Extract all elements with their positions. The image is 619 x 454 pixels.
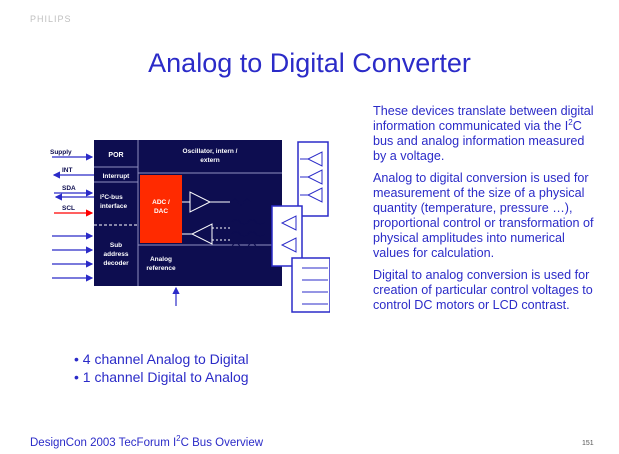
external-amp-stack-mid <box>271 205 303 267</box>
int-pin-label: INT <box>62 167 73 174</box>
sda-pin-label: SDA <box>62 185 76 192</box>
description-text: These devices translate between digital … <box>373 104 595 320</box>
adc-input-comparator <box>190 223 213 245</box>
oscillator-label-2: extern <box>200 157 220 164</box>
paragraph-translate: These devices translate between digital … <box>373 104 594 163</box>
slide-title: Analog to Digital Converter <box>148 48 471 78</box>
adc-dac-block <box>140 175 182 243</box>
external-amp-stack-top <box>297 141 329 217</box>
interrupt-label: Interrupt <box>103 173 131 180</box>
por-label: POR <box>108 152 123 159</box>
analog-ref-label-1: Analog <box>150 256 172 263</box>
analog-output-wave <box>231 198 251 206</box>
i2c-label-1: I2C-bus <box>100 193 123 201</box>
paragraph-adc: Analog to digital conversion is used for… <box>373 171 594 260</box>
paragraph-dac: Digital to analog conversion is used for… <box>373 268 593 312</box>
supply-pin-label: Supply <box>50 149 72 156</box>
page-number: 151 <box>582 440 594 447</box>
scl-pin-label: SCL <box>62 205 75 212</box>
channel-bullet-list: 4 channel Analog to Digital 1 channel Di… <box>74 350 249 386</box>
chip-body <box>94 140 282 286</box>
adc-label-1: ADC / <box>152 199 170 206</box>
bullet-item: 1 channel Digital to Analog <box>74 368 249 386</box>
adc-label-2: DAC <box>154 208 168 215</box>
philips-logo: PHILIPS <box>30 14 72 24</box>
external-amp-stack-bottom <box>291 257 330 313</box>
sub-address-label-1: Sub <box>110 242 122 249</box>
analog-ref-label-2: reference <box>146 265 176 272</box>
oscillator-label-1: Oscillator, intern / <box>183 148 238 155</box>
adc-block-diagram: POR Oscillator, intern / extern Interrup… <box>50 140 330 313</box>
i2c-label-2: interface <box>100 203 127 210</box>
footer-text: DesignCon 2003 TecForum I2C Bus Overview <box>30 434 264 449</box>
sub-address-label-2: address <box>104 251 129 258</box>
bullet-item: 4 channel Analog to Digital <box>74 350 249 368</box>
sub-address-label-3: decoder <box>103 260 129 267</box>
